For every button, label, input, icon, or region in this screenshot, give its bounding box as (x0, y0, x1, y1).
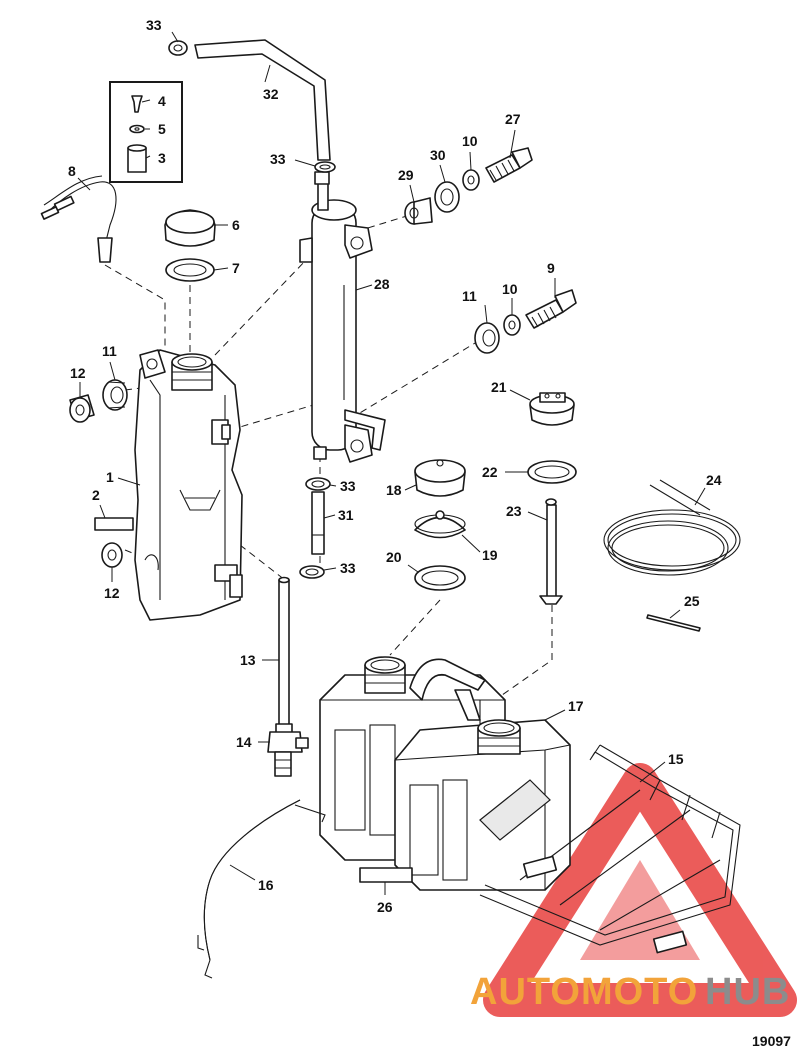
part-10-washer-mid (503, 314, 521, 336)
callouts: 33 32 4 5 3 8 6 7 33 29 30 10 27 28 11 1… (68, 17, 722, 915)
callout-18: 18 (386, 482, 402, 498)
part-20-gasket (414, 565, 466, 591)
part-27-bolt (485, 147, 533, 183)
callout-2: 2 (92, 487, 100, 503)
part-33-clamp-top (168, 40, 188, 56)
part-26-label (359, 867, 413, 883)
part-29-sleeve (404, 197, 433, 225)
callout-11-right: 11 (462, 288, 477, 304)
part-24-hose-coil (603, 479, 741, 576)
watermark-text-hub: HUB (705, 971, 790, 1013)
callout-6: 6 (232, 217, 240, 233)
callout-8: 8 (68, 163, 76, 179)
callout-10-top: 10 (462, 133, 478, 149)
part-28-housing (299, 171, 386, 463)
callout-29: 29 (398, 167, 414, 183)
part-23-pickup (539, 498, 563, 605)
callout-33-lower-b: 33 (340, 560, 356, 576)
callout-9: 9 (547, 260, 555, 276)
part-7-gasket (165, 258, 215, 282)
part-31-hose (311, 491, 325, 555)
callout-19: 19 (482, 547, 498, 563)
part-30-grommet (434, 181, 460, 213)
callout-3: 3 (158, 150, 166, 166)
part-25-pin (646, 614, 701, 632)
callout-16: 16 (258, 877, 274, 893)
part-22-gasket (527, 460, 577, 484)
part-18-cap (414, 459, 466, 497)
watermark-triangle-icon (483, 763, 797, 1017)
part-12-sleeve-upper (69, 394, 95, 423)
part-1-reservoir (134, 349, 243, 621)
part-8-harness (40, 175, 117, 263)
figure-id: 19097 (752, 1033, 791, 1049)
part-12-sleeve-lower (101, 542, 123, 568)
callout-1: 1 (106, 469, 114, 485)
callout-28: 28 (374, 276, 390, 292)
watermark-text: AUTOMOTO HUB (470, 971, 790, 1013)
callout-26: 26 (377, 899, 393, 915)
callout-14: 14 (236, 734, 252, 750)
callout-24: 24 (706, 472, 722, 488)
part-33-clamp-lower-a (305, 477, 331, 491)
part-9-bolt (525, 289, 577, 329)
part-2-label (94, 517, 134, 531)
callout-20: 20 (386, 549, 402, 565)
part-32-hose (194, 39, 331, 161)
part-17-tanks (319, 656, 571, 891)
callout-11-left: 11 (102, 343, 117, 359)
callout-25: 25 (684, 593, 700, 609)
part-14-valve (267, 723, 309, 777)
callout-33-lower-a: 33 (340, 478, 356, 494)
leader-lines (77, 31, 706, 895)
callout-13: 13 (240, 652, 256, 668)
callout-15: 15 (668, 751, 684, 767)
callout-33-mid: 33 (270, 151, 286, 167)
kit-box (109, 81, 183, 183)
callout-17: 17 (568, 698, 584, 714)
part-16-strap (197, 799, 326, 979)
callout-12-upper: 12 (70, 365, 86, 381)
watermark-text-automoto: AUTOMOTO (470, 971, 698, 1013)
part-19-strainer (414, 510, 466, 539)
callout-27: 27 (505, 111, 521, 127)
callout-21: 21 (491, 379, 507, 395)
callout-10-mid: 10 (502, 281, 518, 297)
part-13-tube (278, 576, 290, 726)
part-5-washer (129, 124, 145, 134)
callout-30: 30 (430, 147, 446, 163)
part-33-clamp-lower-b (299, 565, 325, 579)
callout-23: 23 (506, 503, 522, 519)
part-6-cap (164, 209, 216, 247)
callout-4: 4 (158, 93, 166, 109)
part-33-clamp-mid (314, 161, 336, 173)
part-4-screw (131, 95, 143, 113)
callout-22: 22 (482, 464, 498, 480)
callout-32: 32 (263, 86, 279, 102)
part-11-grommet-right (474, 322, 500, 354)
callout-33-top: 33 (146, 17, 162, 33)
part-21-sender (529, 392, 575, 426)
callout-12-lower: 12 (104, 585, 120, 601)
callout-7: 7 (232, 260, 240, 276)
part-11-grommet-left (102, 379, 128, 411)
callout-5: 5 (158, 121, 166, 137)
part-10-washer-top (462, 169, 480, 191)
callout-31: 31 (338, 507, 354, 523)
